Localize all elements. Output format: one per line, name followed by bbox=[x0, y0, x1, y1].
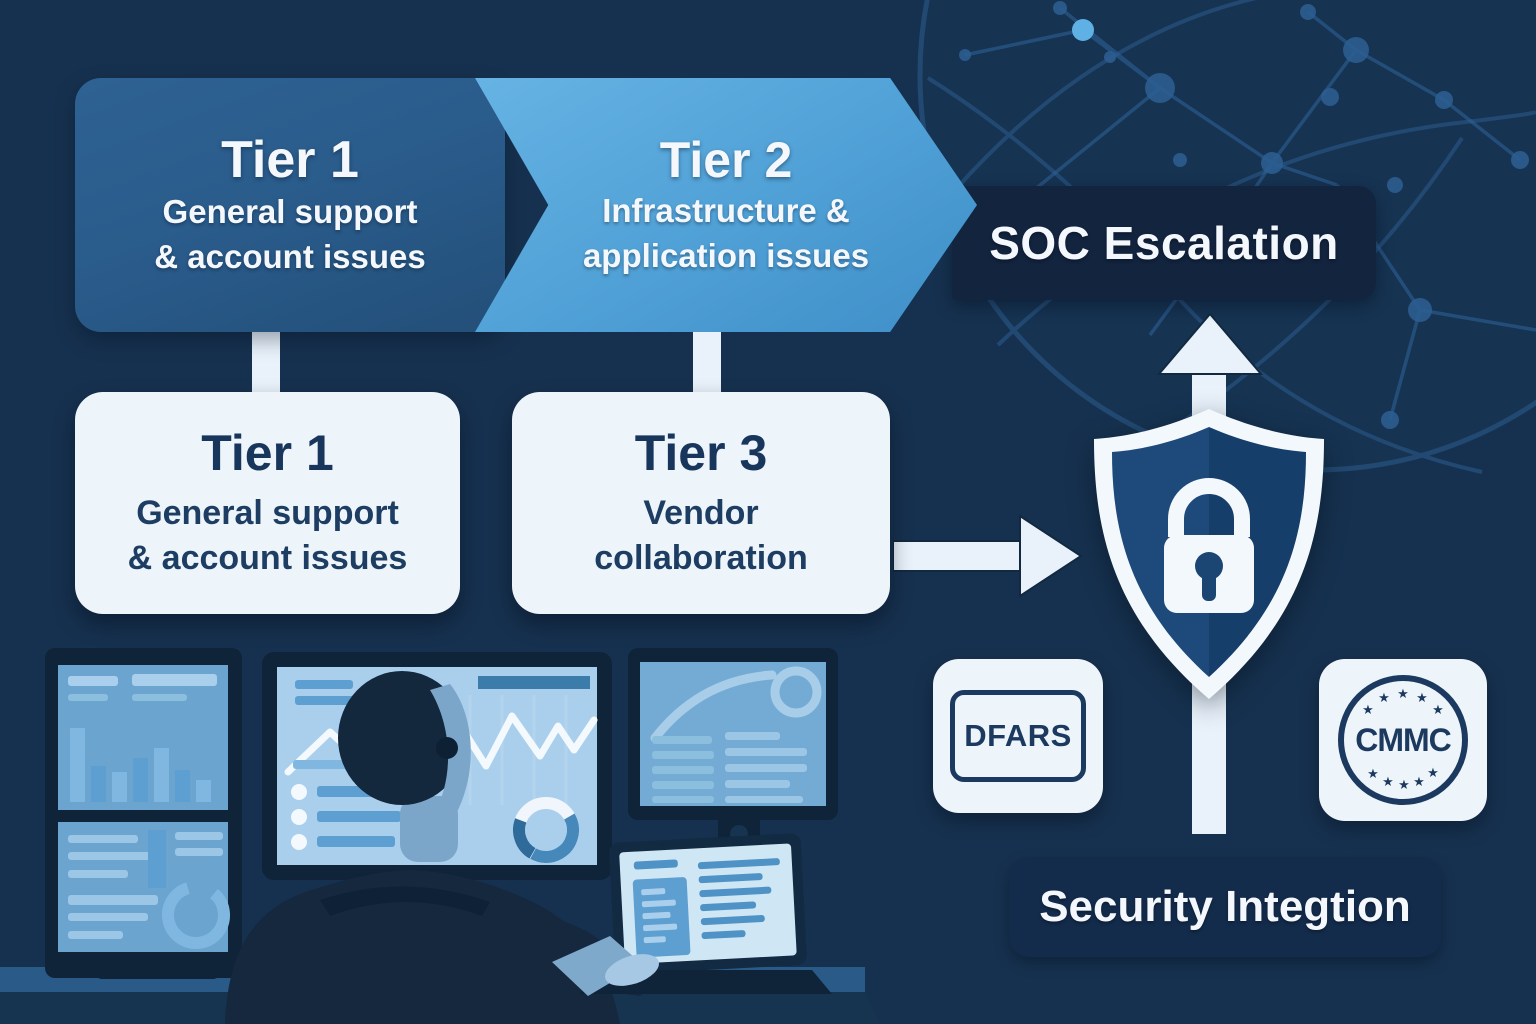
soc-escalation-label: SOC Escalation bbox=[989, 217, 1339, 269]
tier2-arrow-box: Tier 2 Infrastructure & application issu… bbox=[475, 78, 977, 332]
tier2-stage-line1: Infrastructure & bbox=[602, 192, 850, 230]
up-arrow-icon bbox=[1156, 314, 1264, 375]
svg-text:★: ★ bbox=[1416, 690, 1428, 705]
svg-text:★: ★ bbox=[1397, 686, 1409, 701]
tier1-card-line1: General support bbox=[136, 494, 399, 533]
highlight-node-icon bbox=[1072, 19, 1094, 41]
bar-chart-icon bbox=[70, 728, 211, 802]
tier1-stage-line2: & account issues bbox=[154, 237, 426, 275]
svg-text:★: ★ bbox=[1382, 774, 1394, 789]
dual-monitor-icon bbox=[45, 648, 242, 979]
shield-lock-icon bbox=[1094, 409, 1324, 699]
tier1-stage-box: Tier 1 General support & account issues bbox=[75, 78, 505, 332]
cmmc-stars: ★★★ ★★ ★★★ ★★ bbox=[1362, 686, 1444, 792]
security-integration-label-box: Security Integtion bbox=[1009, 857, 1441, 957]
svg-text:★: ★ bbox=[1432, 702, 1444, 717]
cmmc-seal-icon: ★★★ ★★ ★★★ ★★ CMMC bbox=[1319, 659, 1487, 821]
svg-text:★: ★ bbox=[1367, 766, 1379, 781]
dfars-label: DFARS bbox=[950, 690, 1086, 782]
svg-text:★: ★ bbox=[1427, 765, 1439, 780]
svg-text:★: ★ bbox=[1398, 777, 1410, 792]
cmmc-circle-seal: ★★★ ★★ ★★★ ★★ CMMC bbox=[1338, 675, 1468, 805]
tier3-card-line2: collaboration bbox=[594, 538, 808, 577]
right-arrow-icon bbox=[893, 514, 1083, 598]
donut-chart-icon bbox=[513, 797, 579, 863]
svg-text:★: ★ bbox=[1413, 774, 1425, 789]
security-integration-label: Security Integtion bbox=[1039, 882, 1411, 931]
cmmc-label: CMMC bbox=[1355, 722, 1451, 758]
dfars-seal-icon: DFARS bbox=[933, 659, 1103, 813]
tier1-stage-title: Tier 1 bbox=[221, 130, 359, 189]
side-monitor-icon bbox=[628, 648, 838, 850]
tier3-card-title: Tier 3 bbox=[634, 425, 768, 482]
svg-text:★: ★ bbox=[1362, 702, 1374, 717]
tier2-stage-title: Tier 2 bbox=[659, 131, 793, 188]
donut-chart-icon bbox=[162, 881, 230, 949]
tier1-connector bbox=[252, 330, 280, 394]
tier1-card: Tier 1 General support & account issues bbox=[75, 392, 460, 614]
tier2-stage-line2: application issues bbox=[582, 236, 870, 274]
padlock-icon bbox=[1164, 478, 1254, 613]
tier3-card-line1: Vendor bbox=[643, 494, 759, 533]
svg-text:★: ★ bbox=[1378, 690, 1390, 705]
tier3-card: Tier 3 Vendor collaboration bbox=[512, 392, 890, 614]
tier2-connector bbox=[693, 330, 721, 394]
tier1-stage-line1: General support bbox=[162, 193, 418, 231]
soc-escalation-band: SOC Escalation bbox=[952, 186, 1376, 300]
tier1-card-line2: & account issues bbox=[127, 538, 408, 577]
tier1-card-title: Tier 1 bbox=[201, 425, 334, 482]
curve-chart-icon bbox=[650, 670, 777, 743]
hand-icon bbox=[552, 936, 659, 996]
workstation-illustration bbox=[0, 648, 880, 1024]
